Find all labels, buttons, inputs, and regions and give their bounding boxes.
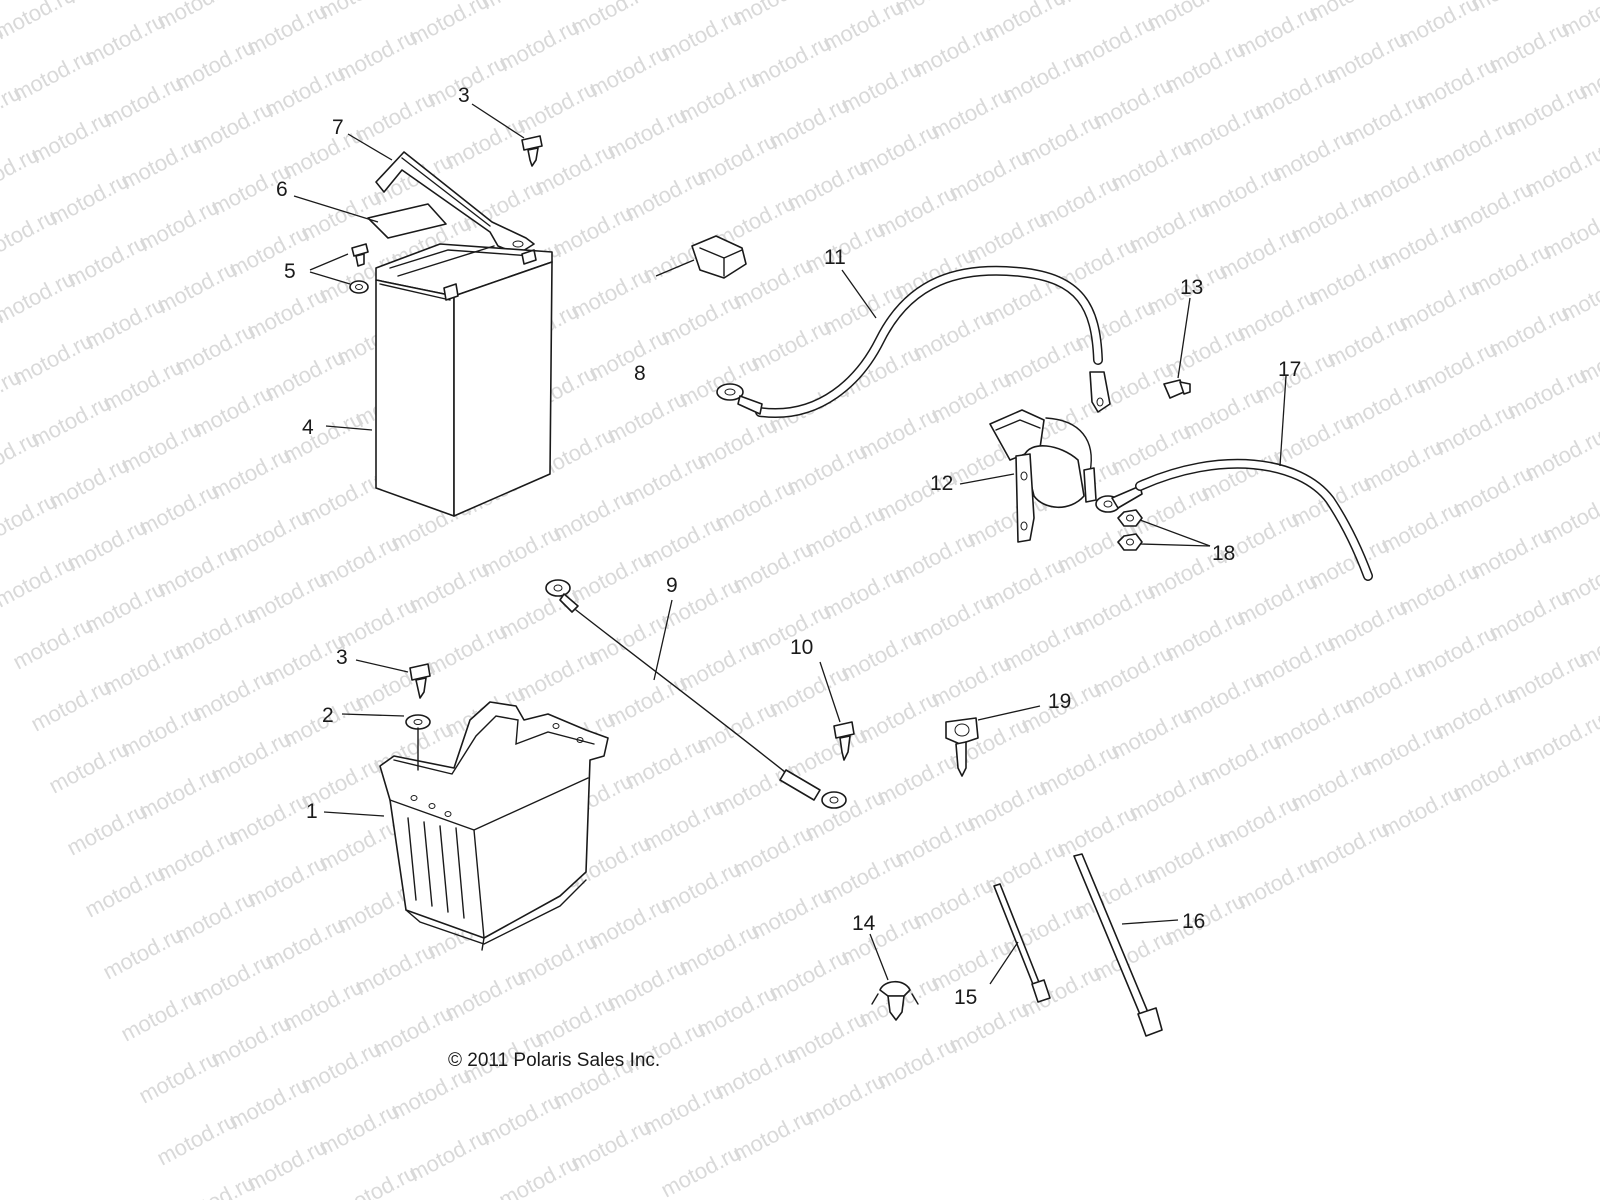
watermark-text: motod.ru — [1143, 0, 1231, 36]
callout-7: 7 — [332, 116, 344, 139]
part-4-battery — [375, 243, 553, 517]
watermark-text: motod.ru — [1305, 0, 1393, 26]
part-17-cable — [1135, 458, 1373, 581]
callout-15: 15 — [954, 986, 977, 1009]
part-12-solenoid — [989, 409, 1143, 543]
callout-11: 11 — [824, 246, 846, 269]
watermark-text: motod.ru — [63, 0, 151, 8]
callout-2: 2 — [322, 704, 334, 727]
watermark-text: motod.ru — [567, 0, 655, 40]
callout-19: 19 — [1048, 690, 1071, 713]
callout-3-top: 3 — [458, 84, 470, 107]
callout-1: 1 — [306, 800, 318, 823]
part-8-terminal-cap — [691, 235, 747, 279]
part-6-label — [367, 203, 447, 239]
copyright-notice: © 2011 Polaris Sales Inc. — [448, 1050, 660, 1071]
callout-13: 13 — [1180, 276, 1203, 299]
callout-18: 18 — [1212, 542, 1235, 565]
watermark-text: motod.ru — [315, 0, 403, 24]
watermark-text: motod.ru — [1521, 708, 1600, 771]
callout-labels: 3 7 6 5 4 8 11 13 17 12 18 9 10 19 3 2 1… — [276, 84, 1301, 1009]
part-15-cable-tie — [993, 883, 1051, 1003]
watermark-text: motod.ru — [1539, 486, 1600, 549]
part-11-cable — [716, 265, 1111, 419]
watermark-text: motod.ru — [1521, 140, 1600, 203]
callout-16: 16 — [1182, 910, 1205, 933]
watermark-text: motod.ru — [153, 0, 241, 34]
callout-10: 10 — [790, 636, 813, 659]
part-18-nuts — [1117, 509, 1143, 551]
part-3-bolt-lower — [409, 663, 431, 699]
watermark-text: motod.ru — [981, 0, 1069, 46]
watermark-text: motod.ru — [405, 0, 493, 50]
callout-9: 9 — [666, 574, 678, 597]
part-1-battery-box — [379, 701, 609, 951]
watermark-text: motod.ru — [891, 0, 979, 20]
part-2-washer — [405, 714, 431, 730]
watermark-text: motod.ru — [1053, 0, 1141, 10]
part-10-bolt — [833, 721, 855, 761]
part-19-clip — [945, 717, 979, 777]
watermark-text: motod.ru — [1395, 0, 1483, 52]
callout-8: 8 — [634, 362, 646, 385]
callout-3-lower: 3 — [336, 646, 348, 669]
part-5-bolt-nut — [349, 243, 369, 294]
callout-4: 4 — [302, 416, 314, 439]
callout-14: 14 — [852, 912, 876, 935]
part-3-bolt-top — [521, 135, 543, 167]
watermark-text: motod.ru — [1521, 424, 1600, 487]
part-13-bolt — [1163, 379, 1191, 399]
leader-lines — [293, 103, 1287, 985]
watermark-text: motod.ru — [639, 0, 727, 4]
watermark-text: motod.ru — [1467, 0, 1555, 16]
callout-12: 12 — [930, 472, 953, 495]
part-14-push-clip — [871, 980, 919, 1021]
watermark-text: motod.ru — [477, 0, 565, 14]
part-9-ground-cable — [545, 579, 847, 809]
callout-5: 5 — [284, 260, 296, 283]
watermark-text: motod.ru — [819, 0, 907, 56]
callout-6: 6 — [276, 178, 288, 201]
watermark-text: motod.ru — [729, 0, 817, 30]
watermark-text: motod.ru — [0, 0, 79, 44]
part-16-cable-tie — [1073, 853, 1163, 1037]
watermark-text: motod.ru — [1557, 548, 1600, 611]
watermark-text: motod.ru — [1557, 264, 1600, 327]
callout-17: 17 — [1278, 358, 1301, 381]
watermark-text: motod.ru — [1539, 202, 1600, 265]
